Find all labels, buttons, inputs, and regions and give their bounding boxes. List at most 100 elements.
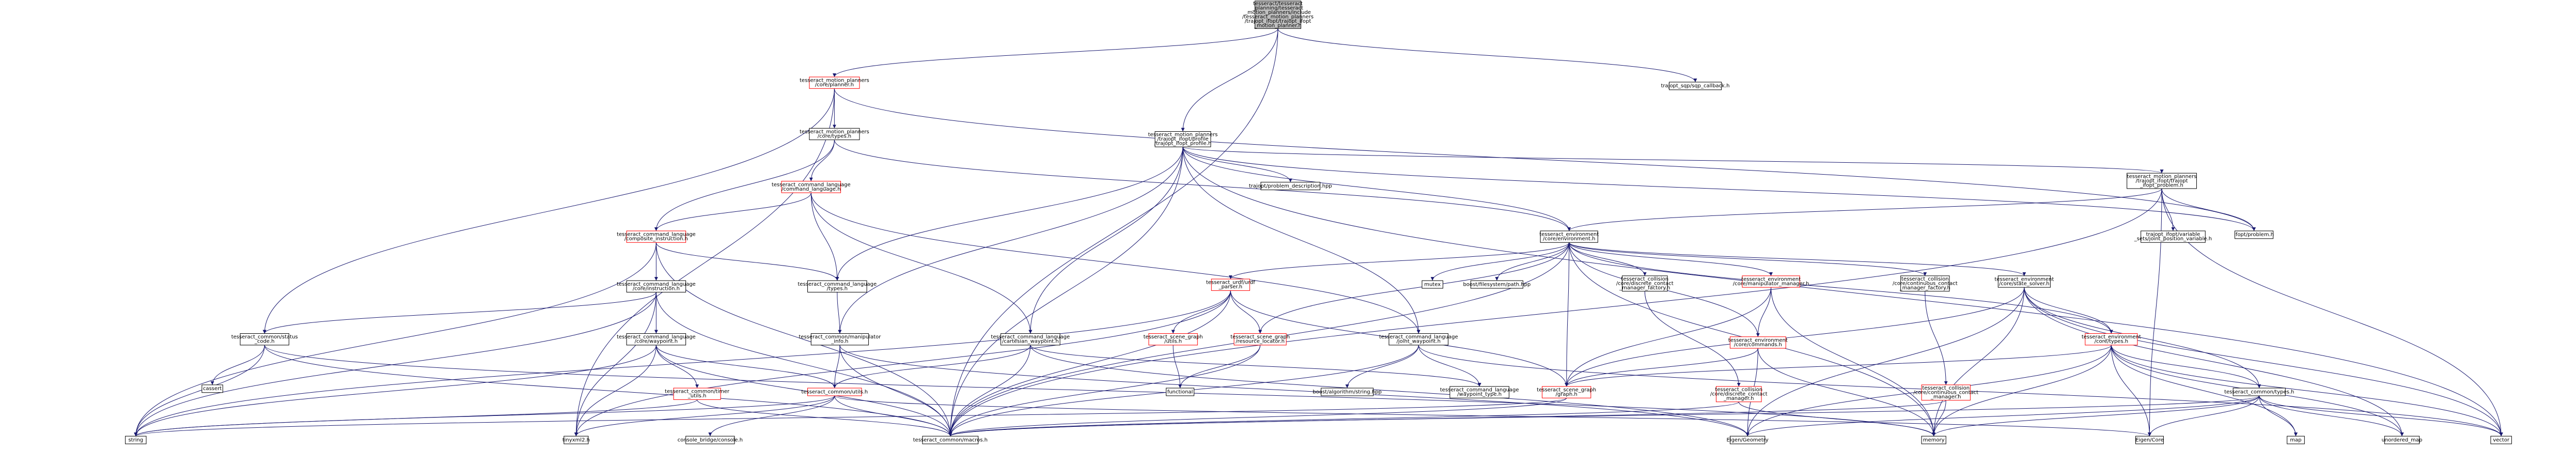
edge-n_common_utils-to-n_tinyxml	[574, 395, 835, 437]
node-label-line: /core/planner.h	[815, 82, 854, 88]
edge-n_urdf_parser-to-n_string	[134, 290, 1231, 437]
edge-n_env_types-to-n_common_types	[2111, 345, 2261, 389]
node-string[interactable]: string	[125, 436, 147, 444]
node-env-types[interactable]: tesseract_environment/core/types.h	[2082, 333, 2141, 346]
node-boost-str[interactable]: boost/algorithm/string.hpp	[1313, 388, 1382, 396]
node-unordered-map[interactable]: unordered_map	[2382, 436, 2423, 444]
node-vector[interactable]: vector	[2490, 436, 2512, 444]
node-planner[interactable]: tesseract_motion_planners/core/planner.h	[800, 76, 869, 89]
edge-n_manip_mgr-to-n_sg_graph	[1565, 287, 1772, 386]
edge-n_profile-to-n_vector	[1182, 147, 2503, 437]
edge-n_common_types-to-n_memory	[1932, 395, 2260, 437]
node-problem-desc[interactable]: trajopt/problem_description.hpp	[1249, 182, 1332, 190]
node-label-line: tesseract_scene_graph	[1144, 334, 1203, 340]
node-label-line: tesseract_collision	[1922, 385, 1970, 391]
node-sg-utils[interactable]: tesseract_scene_graph/utils.h	[1144, 333, 1203, 346]
edge-n_manip_utils-to-n_common_utils	[833, 345, 840, 389]
node-sg-graph[interactable]: tesseract_scene_graph/graph.h	[1537, 386, 1596, 398]
node-label-line: _sets/joint_position_variable.h	[2134, 236, 2212, 242]
node-label-line: string	[128, 437, 143, 443]
node-eigen-core[interactable]: Eigen/Core	[2135, 436, 2164, 444]
node-sqp-cb[interactable]: trajopt_sqp/sqp_callback.h	[1661, 82, 1730, 90]
edge-n_composite-to-n_string	[134, 242, 657, 437]
node-boost-fs[interactable]: boost/filesystem/path.hpp	[1463, 280, 1531, 289]
node-label-line: Eigen/Geometry	[1726, 437, 1768, 443]
node-wp-type[interactable]: tesseract_command_language/waypoint_type…	[1440, 386, 1519, 398]
node-functional[interactable]: functional	[1166, 388, 1195, 396]
node-common-types[interactable]: tesseract_common/types.h	[2224, 388, 2294, 396]
node-tinyxml[interactable]: tinyxml2.h	[563, 436, 590, 444]
node-sg-locator[interactable]: tesseract_scene_graph/resource_locator.h	[1230, 333, 1290, 346]
edge-n_profile-to-n_ifopt_problem	[1182, 147, 2256, 231]
node-mutex[interactable]: mutex	[1422, 280, 1443, 289]
node-cmd-lang[interactable]: tesseract_command_language/command_langu…	[772, 181, 851, 193]
edge-n_cmd_lang-to-n_cartesian_wp	[810, 193, 1033, 334]
node-label-line: trajopt/problem_description.hpp	[1249, 183, 1332, 189]
edge-n_cmd_lang-to-n_cmd_types	[810, 193, 839, 281]
node-label-line: /core/continuous_contact	[1913, 390, 1978, 396]
node-urdf-parser[interactable]: tesseract_urdf/urdf_parser.h	[1206, 278, 1255, 291]
node-label-line: tesseract_command_language	[1440, 388, 1519, 393]
node-memory[interactable]: memory	[1921, 436, 1946, 444]
node-common-utils[interactable]: tesseract_common/utils.h	[801, 388, 868, 396]
node-root[interactable]: tesseract/tesseract_planning/tesseract_m…	[1242, 1, 1314, 29]
node-profile[interactable]: tesseract_motion_planners/trajopt_ifopt/…	[1148, 131, 1218, 147]
node-status-code[interactable]: tesseract_common/status_code.h	[231, 333, 298, 346]
node-label-line: tesseract_motion_planners	[800, 78, 869, 84]
edge-n_planner-to-n_status_code	[262, 88, 835, 334]
edge-n_common_types-to-n_eigen_core	[2147, 395, 2260, 437]
node-manip-mgr[interactable]: tesseract_environment/core/manipulator_m…	[1733, 275, 1809, 288]
node-cartesian-wp[interactable]: tesseract_command_language/cartesian_way…	[991, 333, 1070, 346]
node-discrete-mgr[interactable]: tesseract_collision/core/discrete_contac…	[1710, 386, 1768, 402]
edge-n_cont_mgr-to-n_memory	[1932, 400, 1946, 437]
edge-n_status_code-to-n_macros	[264, 345, 953, 437]
node-joint-pos-var[interactable]: trajopt_ifopt/variable_sets/joint_positi…	[2134, 230, 2212, 243]
edge-n_profile-to-n_macros	[948, 147, 1183, 437]
node-trajopt-problem[interactable]: tesseract_motion_planners/trajopt_ifopt/…	[2127, 173, 2197, 189]
node-instruction[interactable]: tesseract_command_language/core/instruct…	[617, 280, 696, 292]
edge-n_common_utils-to-n_string	[134, 395, 835, 437]
node-label-line: tesseract_command_language	[798, 282, 877, 287]
edge-n_urdf_parser-to-n_tinyxml	[574, 290, 1231, 437]
node-label-line: tesseract_environment	[2082, 334, 2141, 340]
node-label-line: tesseract_motion_planners	[1148, 132, 1218, 138]
edge-n_manip_mgr-to-n_memory	[1771, 287, 1936, 437]
node-ifopt-problem[interactable]: ifopt/problem.h	[2234, 230, 2274, 239]
node-label-line: /core/environment.h	[1543, 236, 1596, 242]
node-state-solver[interactable]: tesseract_environment/core/state_solver.…	[1994, 275, 2054, 288]
node-core-types[interactable]: tesseract_motion_planners/core/types.h	[800, 128, 869, 141]
node-env-commands[interactable]: tesseract_environment/core/commands.h	[1728, 336, 1788, 349]
node-label-line: tesseract_environment	[1728, 337, 1788, 343]
edge-n_cmd_lang-to-n_joint_wp	[810, 193, 1420, 334]
node-manip-utils[interactable]: tesseract_common/manipulator_info.h	[799, 333, 881, 346]
node-label-line: boost/filesystem/path.hpp	[1463, 282, 1531, 287]
node-discrete-factory[interactable]: tesseract_collision/core/discrete_contac…	[1616, 275, 1674, 292]
node-cont-factory[interactable]: tesseract_collision/core/continuous_cont…	[1893, 275, 1958, 292]
edge-n_joint_wp-to-n_wp_type	[1418, 345, 1481, 386]
edge-n_common_types-to-n_macros	[948, 395, 2260, 437]
node-cassert[interactable]: cassert	[201, 384, 223, 393]
edge-n_core_types-to-n_cmd_lang	[809, 140, 835, 181]
node-eigen-geo[interactable]: Eigen/Geometry	[1726, 436, 1769, 444]
edge-n_cartesian_wp-to-n_eigen_geo	[1030, 345, 1750, 437]
edge-n_manip_mgr-to-n_env_commands	[1756, 287, 1772, 337]
node-waypoint[interactable]: tesseract_command_language/core/waypoint…	[617, 333, 696, 346]
node-cont-mgr[interactable]: tesseract_collision/core/continuous_cont…	[1913, 384, 1978, 401]
node-console[interactable]: console_bridge/console.h	[678, 436, 743, 444]
node-map[interactable]: map	[2287, 436, 2305, 444]
node-label-line: tesseract_common/macros.h	[913, 437, 988, 443]
node-label-line: /core/types.h	[818, 133, 851, 139]
node-cmd-types[interactable]: tesseract_command_language/types.h	[798, 280, 877, 292]
node-timers[interactable]: tesseract_common/timer_utils.h	[665, 388, 730, 400]
node-environment[interactable]: tesseract_environment/core/environment.h	[1539, 230, 1599, 243]
edge-n_cmd_types-to-n_manip_utils	[837, 292, 842, 334]
node-macros[interactable]: tesseract_common/macros.h	[913, 436, 988, 444]
node-label-line: functional	[1167, 389, 1193, 395]
node-label-line: cassert	[203, 386, 222, 392]
node-joint-wp[interactable]: tesseract_command_language/joint_waypoin…	[1379, 333, 1458, 346]
edge-n_sg_graph-to-n_macros	[948, 397, 1567, 437]
edge-n_environment-to-n_manip_mgr	[1569, 242, 1773, 276]
node-composite[interactable]: tesseract_command_language/composite_ins…	[617, 230, 696, 243]
edge-n_composite-to-n_macros	[655, 242, 953, 437]
